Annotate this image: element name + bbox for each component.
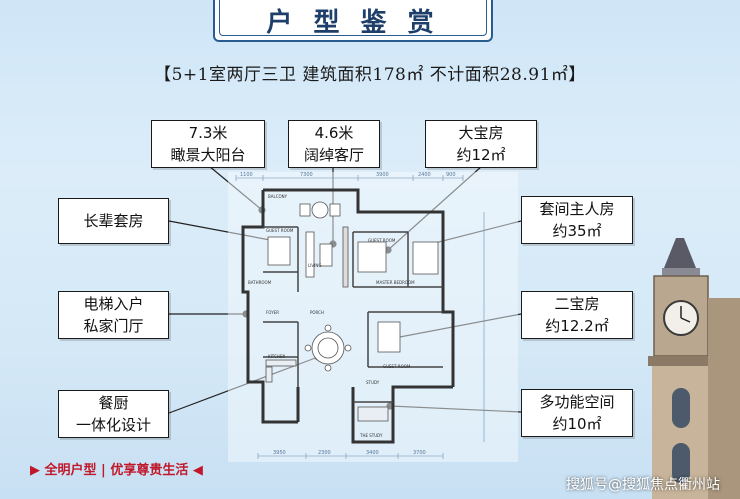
title-banner: 户 型 鉴 赏 <box>213 0 493 42</box>
callout-bedroom-big-line2: 约12㎡ <box>456 146 506 164</box>
page-title: 户 型 鉴 赏 <box>266 7 440 38</box>
callout-balcony: 7.3米 瞰景大阳台 <box>151 120 265 168</box>
title-inner-border <box>219 0 487 36</box>
callout-living: 4.6米 阔绰客厅 <box>288 120 380 168</box>
callout-balcony-line2: 瞰景大阳台 <box>170 146 246 164</box>
watermark: 搜狐号@搜狐焦点衢州站 <box>566 477 720 493</box>
callout-master: 套间主人房 约35㎡ <box>521 196 633 244</box>
callout-balcony-line1: 7.3米 <box>188 124 228 142</box>
room-label-living: LIVING <box>308 263 321 268</box>
room-label-master: MASTER BEDROOM <box>376 280 415 285</box>
room-label-foyer: FOYER <box>266 310 279 315</box>
callout-kitchen-line2: 一体化设计 <box>75 416 151 434</box>
callout-elevator: 电梯入户 私家门厅 <box>58 291 169 339</box>
callout-elder: 长辈套房 <box>58 198 169 244</box>
callout-multi-line1: 多功能空间 <box>539 393 615 411</box>
room-label-porch: PORCH <box>310 310 324 315</box>
callout-bedroom2-line2: 约12.2㎡ <box>545 317 609 335</box>
footer-slogan: ▶ 全明户型 | 优享尊贵生活 ◀ <box>30 463 203 478</box>
callout-bedroom2: 二宝房 约12.2㎡ <box>521 291 633 339</box>
callout-bedroom-big: 大宝房 约12㎡ <box>425 120 537 168</box>
callout-elevator-line1: 电梯入户 <box>83 295 144 313</box>
dim-bottom-4: 3700 <box>413 450 426 456</box>
clock-tower-illustration <box>648 238 740 499</box>
room-label-bathroom: BATHROOM <box>248 280 272 285</box>
callout-bedroom-big-line1: 大宝房 <box>458 124 504 142</box>
dim-bottom-1: 3950 <box>273 450 286 456</box>
dim-bottom-3: 3400 <box>366 450 379 456</box>
room-label-the-study: THE STUDY <box>359 433 383 438</box>
room-label-study: STUDY <box>366 380 380 385</box>
callout-multi-line2: 约10㎡ <box>552 415 602 433</box>
unit-summary: 【5+1室两厅三卫 建筑面积178㎡ 不计面积28.91㎡】 <box>154 65 586 85</box>
room-label-guest1: GUEST ROOM <box>266 228 294 233</box>
room-label-guest2: GUEST ROOM <box>368 238 396 243</box>
dim-top-4: 2400 <box>418 172 431 178</box>
callout-elevator-line2: 私家门厅 <box>83 317 144 335</box>
callout-kitchen: 餐厨 一体化设计 <box>58 390 169 438</box>
callout-bedroom2-line1: 二宝房 <box>554 295 600 313</box>
callout-multi: 多功能空间 约10㎡ <box>521 389 633 437</box>
floor-plan: 1100 7300 3900 2400 900 3950 2300 3400 3… <box>228 172 518 462</box>
dim-bottom-2: 2300 <box>318 450 331 456</box>
callout-living-line1: 4.6米 <box>314 124 354 142</box>
dim-top-2: 7300 <box>300 172 313 178</box>
room-label-balcony: BALCONY <box>268 194 288 199</box>
callout-elder-line1: 长辈套房 <box>83 212 144 230</box>
callout-kitchen-line1: 餐厨 <box>98 394 129 412</box>
callout-master-line1: 套间主人房 <box>539 200 615 218</box>
dim-top-3: 3900 <box>376 172 389 178</box>
room-label-guest3: GUEST ROOM <box>383 364 411 369</box>
callout-master-line2: 约35㎡ <box>552 222 602 240</box>
callout-living-line2: 阔绰客厅 <box>303 146 364 164</box>
dim-top-1: 1100 <box>240 172 253 178</box>
room-label-kitchen: KITCHEN <box>268 354 285 359</box>
dim-top-5: 900 <box>446 172 456 178</box>
